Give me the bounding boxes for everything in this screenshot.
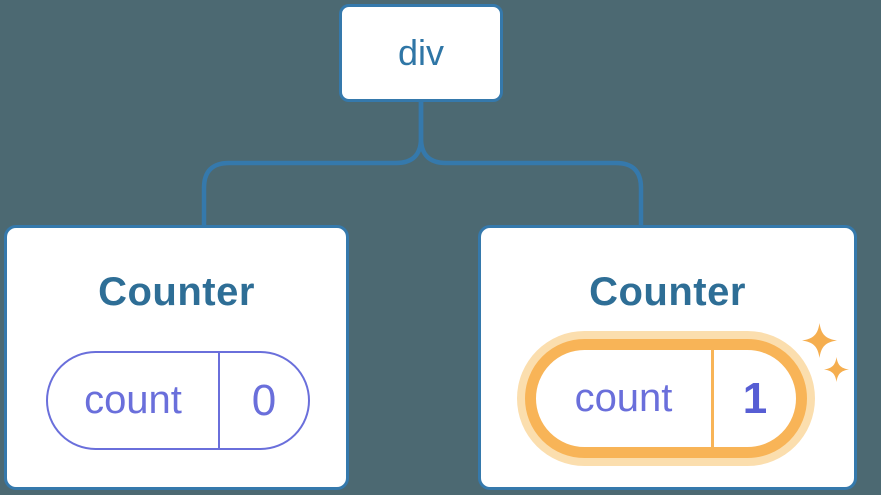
sparkle-icon-small xyxy=(824,357,849,382)
state-pill-count-0: count 0 xyxy=(46,351,310,450)
state-value: 1 xyxy=(742,373,768,423)
counter-card-right: Counter count 1 xyxy=(478,225,857,490)
component-title: Counter xyxy=(98,270,255,314)
root-node-div: div xyxy=(339,4,503,102)
sparkle-icon-large xyxy=(802,323,837,358)
root-node-label: div xyxy=(397,32,445,73)
state-pill-count-1-highlighted: count 1 xyxy=(525,339,807,458)
state-name: count xyxy=(48,353,220,448)
counter-card-left: Counter count 0 xyxy=(4,225,349,490)
state-value: 0 xyxy=(251,375,277,425)
connector-right-branch xyxy=(418,101,644,227)
component-title: Counter xyxy=(589,270,746,314)
connector-left-branch xyxy=(201,101,424,227)
state-name: count xyxy=(536,350,714,447)
